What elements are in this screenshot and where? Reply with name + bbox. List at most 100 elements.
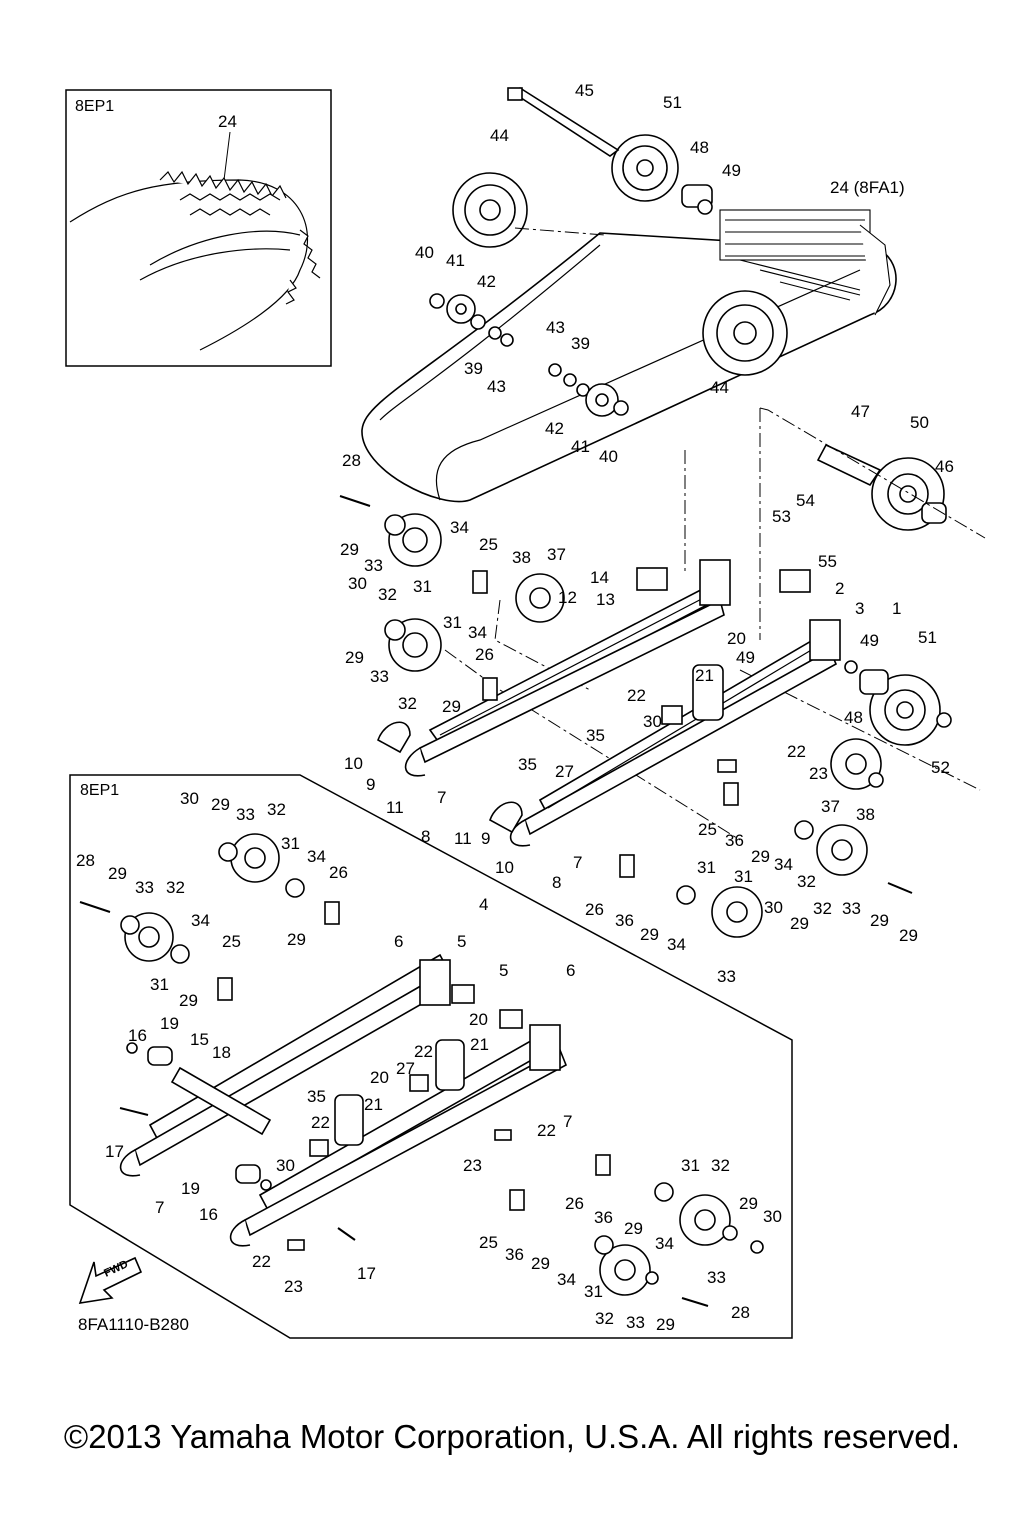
callout: 14 bbox=[590, 568, 609, 587]
bolts-lower bbox=[79, 495, 913, 1307]
callout: 32 bbox=[267, 800, 286, 819]
callout: 21 bbox=[695, 666, 714, 685]
callout: 8 bbox=[552, 873, 561, 892]
callout: 31 bbox=[150, 975, 169, 994]
callout: 35 bbox=[307, 1087, 326, 1106]
shaft-45 bbox=[507, 87, 620, 157]
callout: 10 bbox=[495, 858, 514, 877]
callout: 29 bbox=[345, 648, 364, 667]
callout: 30 bbox=[643, 712, 662, 731]
wheel-51-top bbox=[611, 134, 679, 202]
lower-box-8ep1: 8EP1 bbox=[69, 774, 793, 1339]
callout: 33 bbox=[717, 967, 736, 986]
callout: 26 bbox=[565, 1194, 584, 1213]
callout: 29 bbox=[739, 1194, 758, 1213]
callout: 31 bbox=[734, 867, 753, 886]
callout: 11 bbox=[386, 798, 404, 817]
lower-box-label: 8EP1 bbox=[80, 782, 119, 799]
callout: 30 bbox=[764, 898, 783, 917]
callout: 33 bbox=[236, 805, 255, 824]
callout: 7 bbox=[155, 1198, 164, 1217]
inset-box-label: 8EP1 bbox=[75, 98, 114, 115]
callout: 10 bbox=[344, 754, 363, 773]
slide-rail-lower-right bbox=[229, 1009, 568, 1247]
callout: 37 bbox=[547, 545, 566, 564]
callout: 16 bbox=[128, 1026, 147, 1045]
callout: 34 bbox=[655, 1234, 674, 1253]
callout: 34 bbox=[774, 855, 793, 874]
callout: 35 bbox=[586, 726, 605, 745]
callout: 19 bbox=[181, 1179, 200, 1198]
callouts-lower: 30 29 33 32 31 34 28 29 33 32 26 29 34 3… bbox=[76, 789, 782, 1334]
callout: 54 bbox=[796, 491, 815, 510]
callout: 22 bbox=[627, 686, 646, 705]
callout: 16 bbox=[199, 1205, 218, 1224]
callout: 22 bbox=[537, 1121, 556, 1140]
callout: 49 bbox=[736, 648, 755, 667]
callout: 32 bbox=[595, 1309, 614, 1328]
copyright-text: ©2013 Yamaha Motor Corporation, U.S.A. A… bbox=[63, 1418, 961, 1455]
inset-box-8ep1: 8EP1 24 bbox=[65, 89, 332, 367]
callout: 30 bbox=[763, 1207, 782, 1226]
callout: 26 bbox=[475, 645, 494, 664]
callout: 25 bbox=[479, 1233, 498, 1252]
callout: 21 bbox=[470, 1035, 489, 1054]
callout: 29 bbox=[531, 1254, 550, 1273]
callout: 38 bbox=[856, 805, 875, 824]
callout: 29 bbox=[656, 1315, 675, 1334]
fwd-arrow: FWD bbox=[78, 1256, 143, 1304]
callout: 17 bbox=[357, 1264, 376, 1283]
callout: 9 bbox=[366, 775, 375, 794]
callout: 26 bbox=[329, 863, 348, 882]
callout: 23 bbox=[284, 1277, 303, 1296]
callout: 32 bbox=[166, 878, 185, 897]
callout: 22 bbox=[414, 1042, 433, 1061]
callout: 31 bbox=[584, 1282, 603, 1301]
callout: 25 bbox=[698, 820, 717, 839]
callout: 44 bbox=[710, 378, 729, 397]
callout: 6 bbox=[394, 932, 403, 951]
callout: 29 bbox=[442, 697, 461, 716]
callout: 32 bbox=[711, 1156, 730, 1175]
callout: 39 bbox=[571, 334, 590, 353]
rail-brackets-upper bbox=[636, 559, 841, 773]
callout: 13 bbox=[596, 590, 615, 609]
lower-brackets bbox=[217, 901, 611, 1251]
callout: 4 bbox=[479, 895, 488, 914]
callout: 26 bbox=[585, 900, 604, 919]
callout: 48 bbox=[690, 138, 709, 157]
callout: 11 bbox=[454, 829, 472, 848]
callout: 34 bbox=[450, 518, 469, 537]
callout: 51 bbox=[663, 93, 682, 112]
callout: 48 bbox=[844, 708, 863, 727]
callout: 29 bbox=[870, 911, 889, 930]
callout: 36 bbox=[505, 1245, 524, 1264]
callout: 46 bbox=[935, 457, 954, 476]
callout: 50 bbox=[910, 413, 929, 432]
callout: 19 bbox=[160, 1014, 179, 1033]
callout: 28 bbox=[342, 451, 361, 470]
callout: 34 bbox=[468, 623, 487, 642]
callout: 47 bbox=[851, 402, 870, 421]
callout: 29 bbox=[211, 795, 230, 814]
callout: 31 bbox=[443, 613, 462, 632]
callout: 34 bbox=[307, 847, 326, 866]
callout: 29 bbox=[790, 914, 809, 933]
callout: 2 bbox=[835, 579, 844, 598]
callout: 45 bbox=[575, 81, 594, 100]
callout: 39 bbox=[464, 359, 483, 378]
diagram-code: 8FA1110-B280 bbox=[78, 1315, 189, 1334]
callout: 27 bbox=[555, 762, 574, 781]
rail-nose-parts bbox=[377, 570, 739, 878]
callout: 33 bbox=[707, 1268, 726, 1287]
callout: 8 bbox=[421, 827, 430, 846]
callout: 9 bbox=[481, 829, 490, 848]
callout: 55 bbox=[818, 552, 837, 571]
callout: 33 bbox=[626, 1313, 645, 1332]
callout: 31 bbox=[413, 577, 432, 596]
callout: 15 bbox=[190, 1030, 209, 1049]
callout: 3 bbox=[855, 599, 864, 618]
wheels-upper-mid bbox=[384, 513, 952, 938]
wheel-44-left bbox=[452, 172, 528, 248]
wheel-44-center bbox=[702, 290, 788, 376]
